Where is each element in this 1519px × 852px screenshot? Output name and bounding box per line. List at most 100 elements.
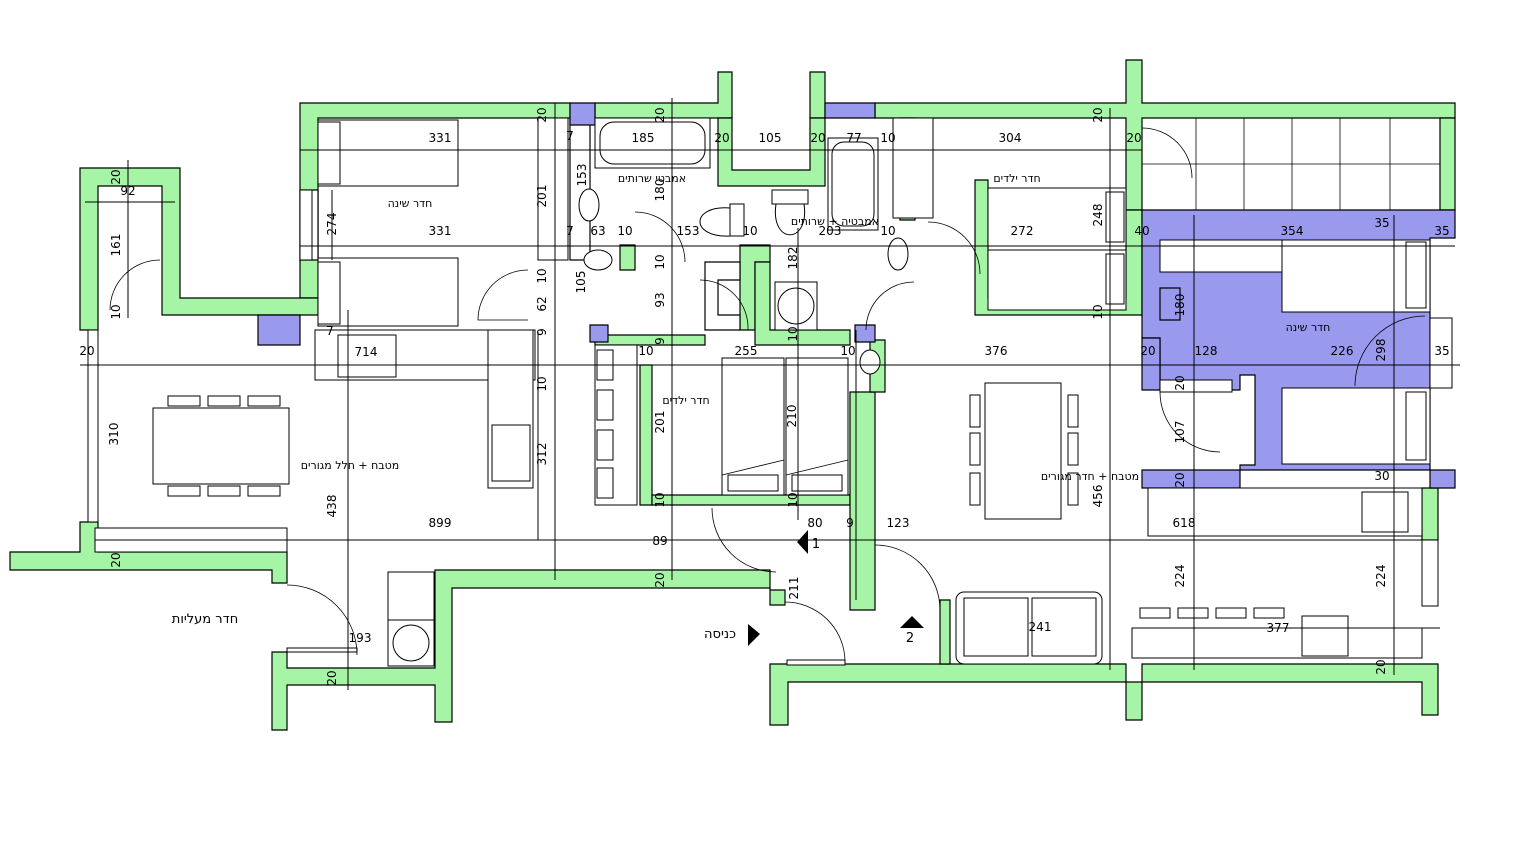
dim-label: 377: [1267, 621, 1290, 635]
dim-label: 105: [759, 131, 782, 145]
dim-label: 241: [1029, 620, 1052, 634]
wall-label: 9: [653, 337, 667, 345]
dim-label: 35: [1434, 344, 1449, 358]
dim-label: 376: [985, 344, 1008, 358]
dim-label: 77: [846, 131, 861, 145]
dim-label: 438: [325, 495, 339, 518]
entry-number-2: 2: [906, 631, 914, 646]
entry-arrow-icon-1: [797, 530, 808, 554]
chairs-right: [969, 394, 1079, 506]
wall-label: 10: [638, 344, 653, 358]
wall-label: 20: [1374, 659, 1388, 674]
wall-label: 20: [79, 344, 94, 358]
label-kids-top-right: חדר ילדים: [993, 172, 1040, 185]
dim-label: 89: [652, 534, 667, 548]
dim-label: 210: [785, 405, 799, 428]
dim-label: 248: [1091, 204, 1105, 227]
wall-label: 10: [109, 304, 123, 319]
dim-label: 226: [1331, 344, 1354, 358]
dim-label: 272: [1011, 224, 1034, 238]
label-bedroom-top-left: חדר שינה: [388, 197, 433, 210]
wall-label: 9: [535, 328, 549, 336]
room-labels: חדר שינה אמבטי שרותים אמבטיה + שרותים חד…: [172, 172, 1331, 646]
wall-label: 20: [1173, 375, 1187, 390]
wall-label: 10: [786, 326, 800, 341]
wall-label: 10: [742, 224, 757, 238]
wall-label: 10: [880, 131, 895, 145]
wall-label: 20: [810, 131, 825, 145]
wall-label: 9: [846, 516, 854, 530]
wall-label: 20: [653, 572, 667, 587]
entry-arrow-icon-2: [900, 616, 924, 628]
wall-label: 20: [109, 169, 123, 184]
wall-label: 10: [653, 254, 667, 269]
wall-label: 20: [653, 107, 667, 122]
wall-label: 20: [1126, 131, 1141, 145]
dimension-labels: 331 331 274 92 161 185 105 77 304 153 20…: [79, 107, 1449, 685]
dim-label: 714: [355, 345, 378, 359]
dim-label: 456: [1091, 485, 1105, 508]
wall-label: 10: [786, 492, 800, 507]
dim-label: 255: [735, 344, 758, 358]
dim-label: 304: [999, 131, 1022, 145]
wall-label: 7: [326, 324, 334, 338]
dim-label: 123: [887, 516, 910, 530]
dim-label: 224: [1173, 565, 1187, 588]
dim-label: 35: [1434, 224, 1449, 238]
dim-label: 180: [653, 179, 667, 202]
dim-label: 312: [535, 443, 549, 466]
wall-label: 10: [617, 224, 632, 238]
dim-label: 107: [1173, 421, 1187, 444]
dim-label: 35: [1374, 216, 1389, 230]
wall-label: 10: [535, 268, 549, 283]
dim-label: 203: [819, 224, 842, 238]
label-entrance: כניסה: [704, 627, 736, 642]
dim-label: 182: [786, 247, 800, 270]
dim-label: 331: [429, 131, 452, 145]
chairs-left: [167, 395, 281, 497]
entry-number-1: 1: [812, 537, 820, 552]
dim-label: 618: [1173, 516, 1196, 530]
dim-label: 298: [1374, 339, 1388, 362]
label-bath-mid: אמבטיה + שרותים: [791, 215, 879, 228]
dim-label: 310: [107, 423, 121, 446]
balcony-tiles: [1141, 117, 1441, 211]
dim-label: 201: [535, 185, 549, 208]
label-bedroom-right: חדר שינה: [1286, 321, 1331, 334]
wall-label: 20: [109, 552, 123, 567]
dim-label: 274: [325, 213, 339, 236]
dim-label: 201: [653, 411, 667, 434]
dim-label: 180: [1173, 294, 1187, 317]
dim-label: 80: [807, 516, 822, 530]
wall-label: 10: [840, 344, 855, 358]
wall-label: 10: [653, 492, 667, 507]
dim-label: 153: [575, 164, 589, 187]
dim-label: 899: [429, 516, 452, 530]
wall-label: 20: [1140, 344, 1155, 358]
wall-label: 20: [325, 670, 339, 685]
dim-label: 161: [109, 234, 123, 257]
dim-label: 185: [632, 131, 655, 145]
dim-label: 93: [653, 292, 667, 307]
wall-label: 10: [535, 376, 549, 391]
dim-label: 40: [1134, 224, 1149, 238]
label-kitchen-left: מטבח + חלל מגורים: [301, 459, 400, 472]
wall-label: 20: [1091, 107, 1105, 122]
entrance-arrow-icon: [748, 624, 760, 646]
dim-label: 105: [574, 271, 588, 294]
dim-label: 30: [1374, 469, 1389, 483]
dim-label: 128: [1195, 344, 1218, 358]
label-bath-top: אמבטי שרותים: [618, 172, 686, 185]
wall-label: 7: [566, 224, 574, 238]
doors: [109, 127, 1426, 663]
dimension-lines: [80, 98, 1460, 690]
wall-label: 10: [1091, 304, 1105, 319]
dim-label: 62: [535, 296, 549, 311]
wall-label: 20: [714, 131, 729, 145]
dim-label: 63: [590, 224, 605, 238]
wall-label: 10: [880, 224, 895, 238]
dim-label: 211: [787, 577, 801, 600]
wall-label: 7: [566, 129, 574, 143]
dim-label: 224: [1374, 565, 1388, 588]
